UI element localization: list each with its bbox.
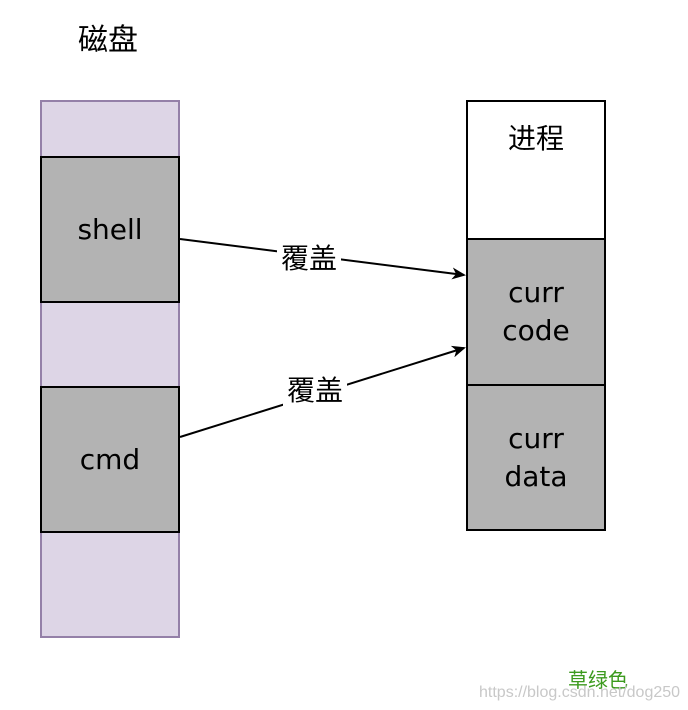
process-title: 进程 bbox=[507, 122, 564, 155]
disk-title: 磁盘 bbox=[78, 23, 138, 58]
process-code-line1: curr bbox=[508, 276, 564, 310]
disk-block-shell-label: shell bbox=[77, 212, 143, 246]
watermark-brand: 草绿色 bbox=[568, 668, 628, 692]
watermark-url: https://blog.csdn.net/dog250 bbox=[479, 684, 681, 701]
edge-label-cmd-overwrite: 覆盖 bbox=[283, 374, 348, 408]
disk-block-cmd: cmd bbox=[40, 386, 180, 533]
process-data-line2: data bbox=[504, 459, 568, 493]
process-block-curr-data: curr data bbox=[466, 384, 606, 531]
process-code-line2: code bbox=[502, 314, 570, 347]
process-block-curr-code: curr code bbox=[466, 238, 606, 386]
process-data-line1: curr bbox=[508, 421, 564, 455]
disk-block-shell: shell bbox=[40, 156, 180, 303]
disk-block-cmd-label: cmd bbox=[79, 442, 141, 476]
edge-label-shell-overwrite: 覆盖 bbox=[277, 242, 342, 276]
process-header-box: 进程 bbox=[466, 100, 606, 240]
